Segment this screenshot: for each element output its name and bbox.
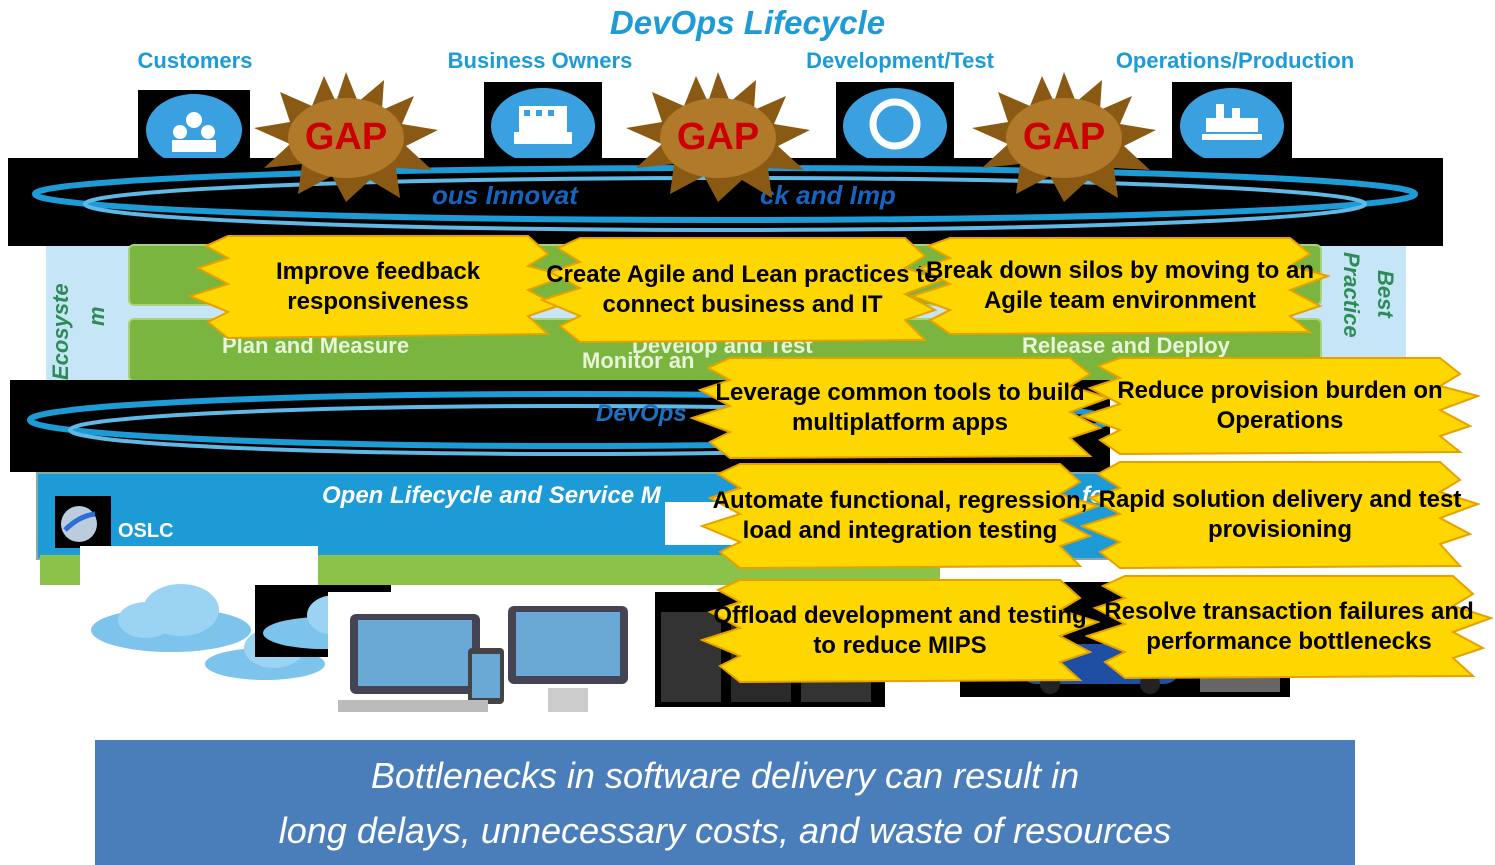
cycle-icon [836,82,954,164]
callout-rapid: Rapid solution delivery and test provisi… [1080,460,1480,570]
customers-icon [138,90,250,166]
callout-provision: Reduce provision burden on Operations [1080,356,1480,456]
cloud-icon [86,574,256,654]
gap-label-1: GAP [304,116,388,158]
phase-monitor: Monitor an [582,348,695,373]
practices-label: Practice [1339,252,1364,338]
factory-icon [1172,82,1292,164]
gap-burst-1: GAP [254,72,438,202]
callout-feedback: Improve feedback responsiveness [188,234,568,340]
top-band-text: ous Innovat [432,180,578,210]
callout-rapid-text: Rapid solution delivery and test provisi… [1098,486,1462,543]
bottom-banner-line-2: long delays, unnecessary costs, and wast… [278,810,1172,851]
gap-burst-2: GAP [626,72,810,202]
callout-provision-text: Reduce provision burden on Operations [1117,377,1443,434]
phase-release-deploy: Release and Deploy [1022,333,1230,358]
oslc-band-text: Open Lifecycle and Service M [322,482,661,509]
business-owners-icon [484,82,602,164]
callout-common-tools-text: Leverage common tools to build multiplat… [715,379,1085,436]
role-business-owners: Business Owners [447,48,633,73]
callout-feedback-text: Improve feedback responsiveness [275,258,481,315]
role-customers: Customers [137,48,253,73]
callout-automate: Automate functional, regression, load an… [700,462,1100,570]
callout-common-tools: Leverage common tools to build multiplat… [690,356,1110,460]
gap-label-2: GAP [676,116,760,158]
callout-agile-lean-text: Create Agile and Lean practices to conne… [546,261,939,318]
ecosystem-label: Ecosyste [48,283,73,380]
callout-offload-text: Offload development and testing to reduc… [713,602,1087,659]
callout-silos: Break down silos by moving to an Agile t… [910,236,1330,336]
gap-burst-3: GAP [972,72,1156,202]
callout-silos-text: Break down silos by moving to an Agile t… [925,257,1315,314]
gap-label-3: GAP [1022,116,1106,158]
bottom-banner: Bottlenecks in software delivery can res… [95,740,1355,865]
top-band-text-2: ck and Imp [760,180,896,210]
devops-band-text: DevOps [596,400,687,427]
ecosystem-label-2: m [84,306,109,326]
best-label: Best [1373,270,1398,318]
callout-offload: Offload development and testing to reduc… [700,578,1100,684]
callout-automate-text: Automate functional, regression, load an… [712,487,1088,544]
callout-resolve: Resolve transaction failures and perform… [1085,574,1493,680]
diagram-title: DevOps Lifecycle [609,4,886,41]
role-development-test: Development/Test [806,48,994,73]
callout-resolve-text: Resolve transaction failures and perform… [1104,598,1474,655]
devices-image [328,592,650,732]
bottom-banner-line-1: Bottlenecks in software delivery can res… [370,755,1080,796]
oslc-logo-icon [55,496,111,548]
callout-agile-lean: Create Agile and Lean practices to conne… [540,236,945,344]
oslc-label: OSLC [118,520,174,542]
role-operations-production: Operations/Production [1115,48,1355,73]
